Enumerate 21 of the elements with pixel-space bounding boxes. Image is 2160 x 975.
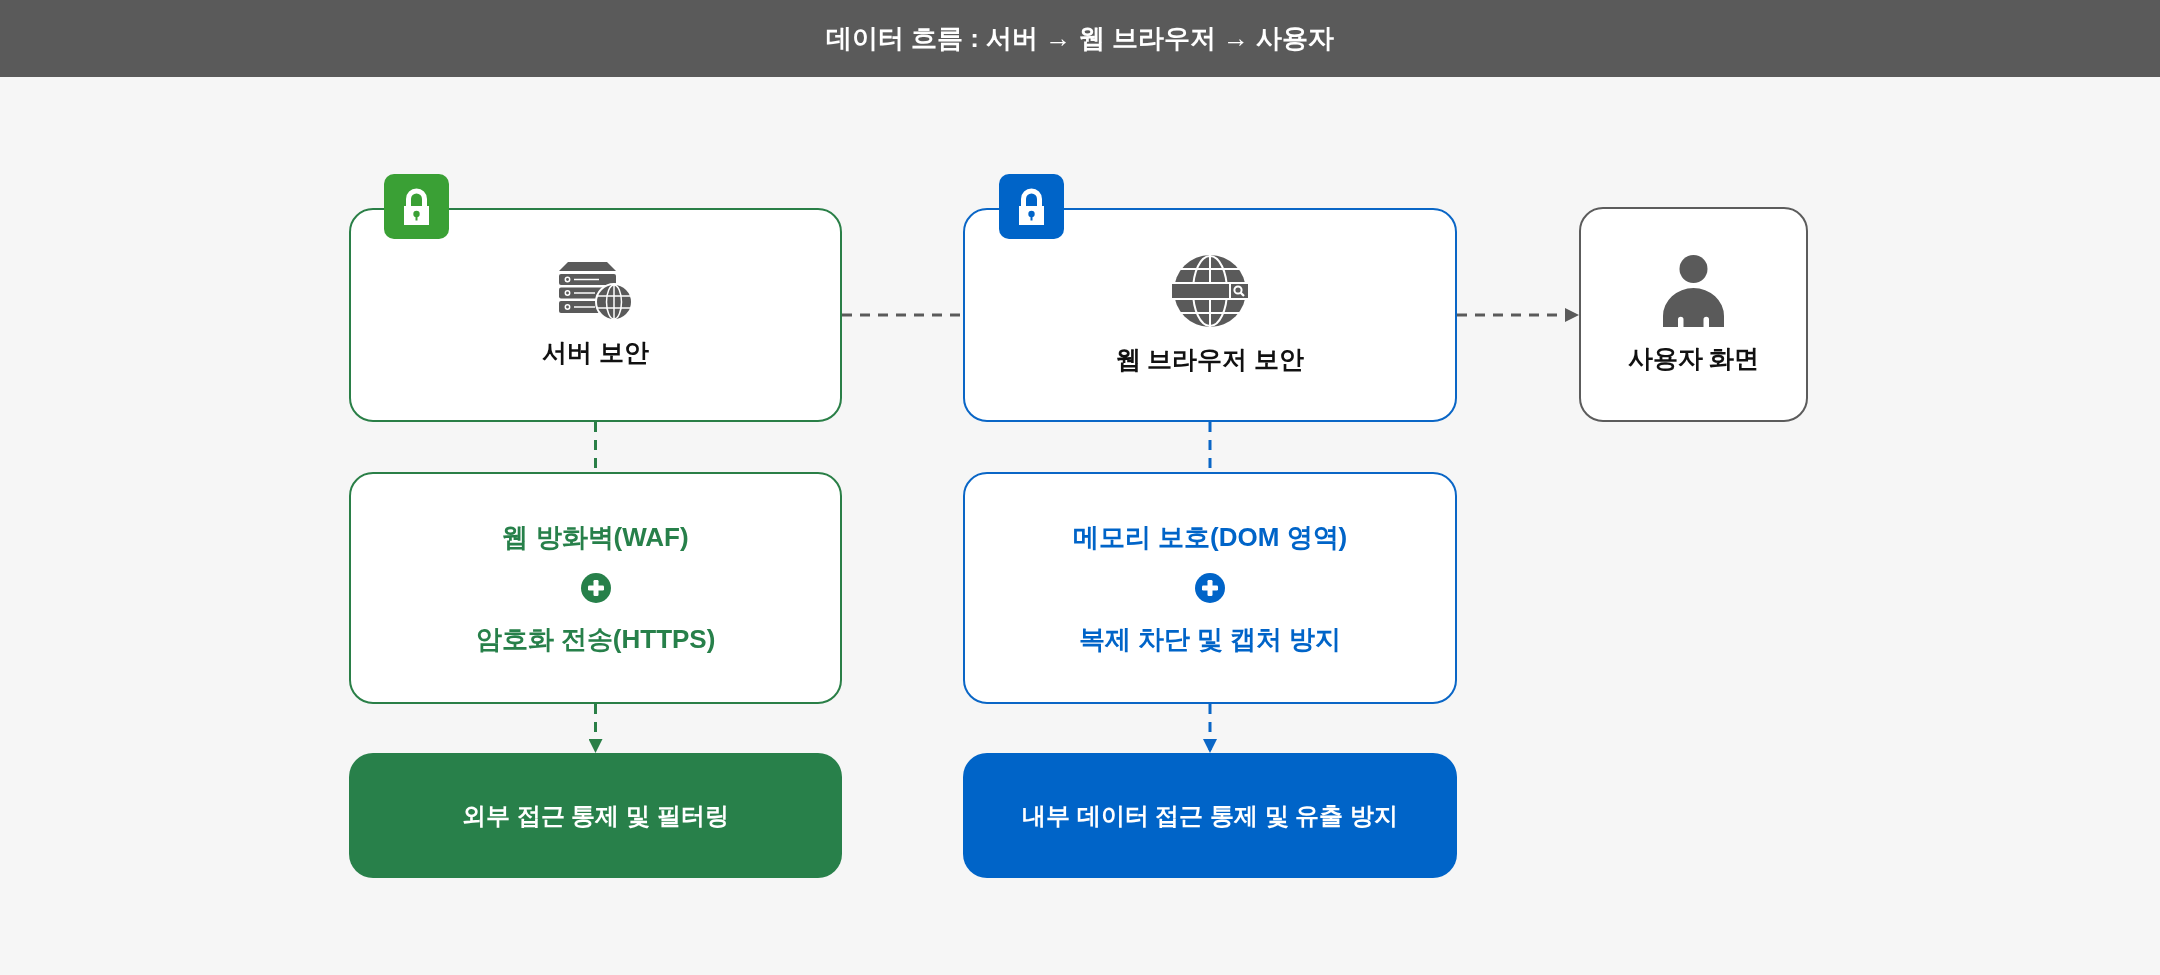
box-text: 복제 차단 및 캡처 방지 — [1078, 623, 1342, 656]
process-box — [349, 472, 842, 704]
box-text: 웹 방화벽(WAF) — [502, 520, 689, 553]
box-title: 서버 보안 — [542, 336, 649, 368]
title: 데이터 흐름 : 서버 → 웹 브라우저 → 사용자 — [825, 22, 1335, 55]
process-box — [349, 208, 842, 422]
arrow — [1457, 308, 1579, 322]
box-title: 사용자 화면 — [1627, 342, 1760, 374]
process-box — [963, 208, 1457, 422]
box-label: 외부 접근 통제 및 필터링 — [462, 800, 729, 831]
arrow — [588, 704, 603, 753]
box-text: 암호화 전송(HTTPS) — [475, 623, 716, 656]
connector-line — [842, 313, 963, 317]
arrow — [1203, 704, 1217, 753]
process-box — [963, 472, 1457, 704]
process-box — [1579, 207, 1808, 422]
box-title: 웹 브라우저 보안 — [1115, 344, 1305, 376]
box-text: 메모리 보호(DOM 영역) — [1072, 520, 1348, 553]
filled-box — [963, 753, 1457, 878]
box-label: 내부 데이터 접근 통제 및 유출 방지 — [1022, 800, 1398, 831]
filled-box — [349, 753, 842, 878]
